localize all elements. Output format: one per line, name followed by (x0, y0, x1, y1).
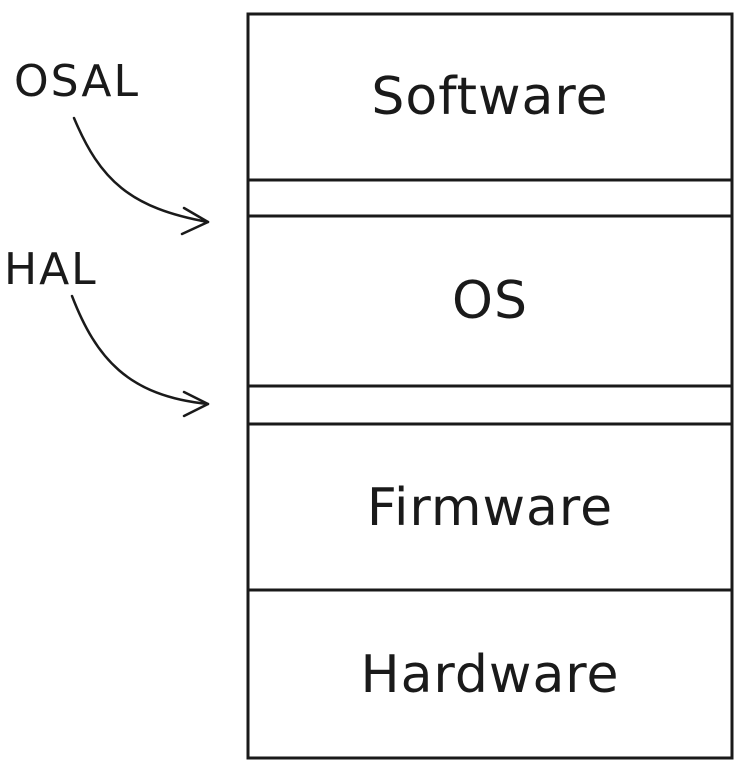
hardware-layer-box (246, 588, 734, 760)
osal-label: OSAL (14, 56, 140, 107)
firmware-label: Firmware (367, 478, 613, 538)
os-label: OS (452, 271, 528, 331)
osal-layer-box (246, 178, 734, 218)
os-layer-box (246, 214, 734, 388)
hal-label: HAL (4, 244, 98, 295)
layer-stack (246, 12, 734, 760)
osal-arrow-head (180, 206, 210, 236)
hal-arrow-curve (70, 294, 210, 406)
hal-arrow-head (182, 390, 210, 418)
hardware-label: Hardware (360, 645, 619, 705)
hal-layer-box (246, 384, 734, 426)
firmware-layer-box (246, 422, 734, 592)
software-label: Software (371, 67, 608, 127)
hal-arrow (70, 294, 210, 418)
osal-arrow (72, 116, 210, 236)
software-layer-box (246, 12, 734, 182)
osal-arrow-curve (72, 116, 210, 224)
